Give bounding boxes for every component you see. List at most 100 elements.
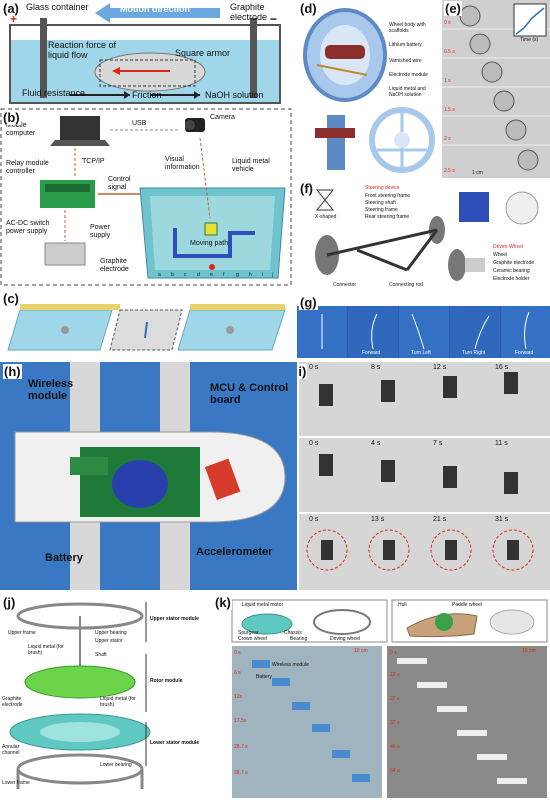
graphite-electrode-label-b: Graphite electrode xyxy=(100,258,129,273)
inset-xlabel: Time (s) xyxy=(520,37,539,43)
panel-b-label: (b) xyxy=(2,110,21,125)
motion-direction-label: Motion direction xyxy=(120,4,190,14)
grid-letter: i xyxy=(262,272,264,278)
frame-time: 54 s xyxy=(390,768,400,774)
panel-i-frames xyxy=(299,362,550,590)
upper-stator-module-label: Upper stator module xyxy=(150,616,199,622)
crown-wheel-label: Crown wheel xyxy=(238,636,267,642)
fluid-resistance-label: Fluid resistance xyxy=(22,88,86,98)
grid-letter: b xyxy=(171,272,174,278)
graphite-electrode-label-j: Graphite electrode xyxy=(2,696,23,708)
steering-shaft-label: Steering shaft xyxy=(365,200,396,206)
panel-e-frames xyxy=(442,0,550,178)
frame-time: 0 s xyxy=(309,440,319,447)
front-steering-frame-label: Front steering frame xyxy=(365,193,411,199)
grid-letter: a xyxy=(158,272,161,278)
steering-frame-label: Steering frame xyxy=(365,207,398,213)
varnished-wire-label: Varnished wire xyxy=(389,58,422,64)
tcpip-label: TCP/IP xyxy=(82,158,105,165)
liquid-metal-motor-label: Liquid metal motor xyxy=(242,602,284,608)
lithium-battery-label: Lithium battery xyxy=(389,42,422,48)
scale-bar-label-right: 10 cm xyxy=(522,648,536,654)
frame-time: 0 s xyxy=(309,516,319,523)
usb-label: USB xyxy=(132,120,147,127)
panel-a: (a) + − Glass container Motion direction… xyxy=(0,0,295,106)
relay-label: Relay module controller xyxy=(6,160,49,175)
panel-d: (d) Wheel body with scaffolds Lithium ba… xyxy=(297,0,440,178)
frame-time: 46 s xyxy=(390,744,400,750)
upper-bearing-label: Upper bearing xyxy=(95,630,127,636)
frame-time: 2.5 s xyxy=(444,168,455,174)
panel-f-label: (f) xyxy=(299,181,314,196)
connector-label: Connector xyxy=(333,282,357,288)
frame-time: 11 s xyxy=(495,440,508,447)
rotor-module-label: Rotor module xyxy=(150,678,183,684)
mode-caption: Forward xyxy=(515,350,534,356)
mode-caption: Turn Right xyxy=(462,350,486,356)
driven-wheel-label: Driven Wheel xyxy=(493,244,524,250)
square-armor-label: Square armor xyxy=(175,48,231,58)
lower-bearing-label: Lower bearing xyxy=(100,762,132,768)
mobile-computer-label: Mobile computer xyxy=(6,122,36,137)
grid-letter: e xyxy=(210,272,213,278)
frame-time: 12 s xyxy=(433,364,447,371)
friction-label: Friction xyxy=(132,90,162,100)
frame-time: 16 s xyxy=(495,364,509,371)
scale-bar-label-left: 10 cm xyxy=(354,648,368,654)
upper-stator-label: Upper stator xyxy=(95,638,123,644)
frame-time: 38.7 s xyxy=(234,770,248,776)
bearing-label: Bearing xyxy=(290,636,308,642)
electrode-module-label: Electrode module xyxy=(389,72,428,78)
scale-bar-label: 1 cm xyxy=(472,170,483,176)
panel-k-label: (k) xyxy=(214,595,232,610)
rear-steering-frame-label: Rear steering frame xyxy=(365,214,410,220)
electrode-holder-label: Electrode holder xyxy=(493,276,530,282)
panel-b-diagram xyxy=(0,108,292,286)
battery-label-h: Battery xyxy=(45,552,83,564)
visual-information-label: Visual information xyxy=(165,156,200,171)
frame-time: 7 s xyxy=(433,440,443,447)
upper-frame-label: Upper frame xyxy=(8,630,36,636)
panel-e-label: (e) xyxy=(444,1,462,16)
frame-time: 6 s xyxy=(234,670,241,676)
liquid-metal-vehicle-label: Liquid metal vehicle xyxy=(232,158,270,173)
frame-time: 1.5 s xyxy=(444,107,455,113)
driving-wheel-label: Driving wheel xyxy=(330,636,361,642)
lower-frame-label: Lower frame xyxy=(2,780,30,786)
panel-f-diagram xyxy=(315,189,539,281)
grid-letter: h xyxy=(249,272,252,278)
panel-h-label: (h) xyxy=(3,364,22,379)
connecting-rod-label: Connecting rod xyxy=(389,282,423,288)
liquid-metal-brush-label: Liquid metal (for brush) xyxy=(28,644,64,656)
panel-j: (j) Upper frame Upper bearing Upper stat… xyxy=(0,594,210,800)
frame-time: 12 s xyxy=(390,672,400,678)
frame-time: 2 s xyxy=(444,136,451,142)
graphite-electrode-label-f: Graphite electrode xyxy=(493,260,535,266)
glass-container-label: Glass container xyxy=(26,2,89,12)
frame-time: 21 s xyxy=(433,516,447,523)
accelerometer-label: Accelerometer xyxy=(196,546,273,558)
panel-j-label: (j) xyxy=(2,595,17,610)
panel-h: (h) Wireless module MCU & Control board … xyxy=(0,362,297,590)
panel-c-diagram xyxy=(7,304,286,351)
panel-a-diagram xyxy=(9,3,281,104)
mode-caption: Forward xyxy=(362,350,381,356)
frame-time: 37 s xyxy=(390,720,400,726)
acdc-label: AC-DC switch power supply xyxy=(6,220,50,235)
hull-label: Hull xyxy=(398,602,407,608)
frame-time: 4 s xyxy=(371,440,381,447)
wheel-body-label: Wheel body with scaffolds xyxy=(389,22,426,34)
grid-letter: j xyxy=(272,272,274,278)
liquid-metal-brush2-label: Liquid metal (for brush) xyxy=(100,696,136,708)
panel-d-label: (d) xyxy=(299,1,318,16)
plus-sign: + xyxy=(10,12,18,26)
frame-time: 0 s xyxy=(309,364,319,371)
panel-h-photo xyxy=(0,362,297,590)
grid-letter: f xyxy=(223,272,225,278)
frame-time: 1 s xyxy=(444,78,451,84)
power-supply-label: Power supply xyxy=(90,224,111,239)
moving-path-label: Moving path xyxy=(190,240,229,247)
control-signal-label: Control signal xyxy=(108,176,131,191)
frame-time: 0 s xyxy=(444,20,451,26)
spurgear-label: Spurgear xyxy=(238,630,259,636)
